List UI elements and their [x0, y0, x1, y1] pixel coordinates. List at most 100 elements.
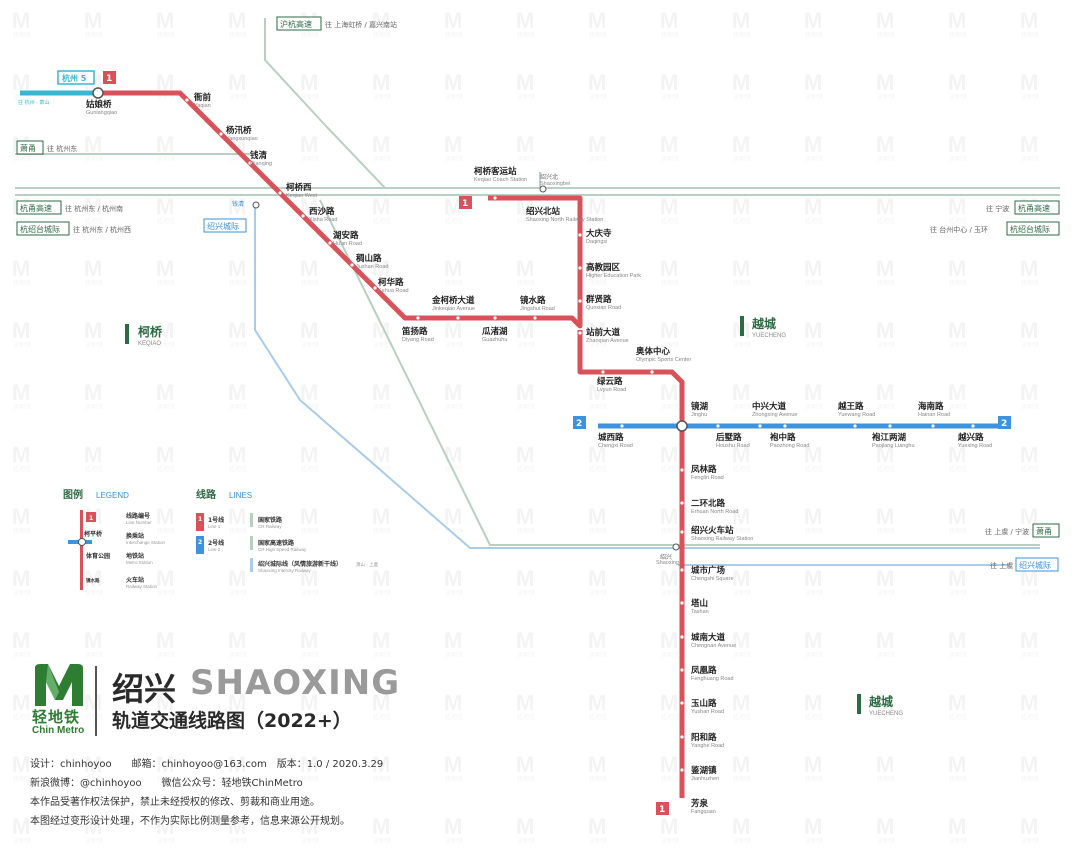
watermark-text: 轻地铁: [733, 775, 751, 783]
station-name-en-shaoxingbeizhan: Shaoxing North Railway Station: [526, 217, 603, 223]
watermark-m: M: [948, 442, 966, 467]
lines-legend-rail-2-note: 萧山 - 上虞: [356, 561, 378, 568]
watermark-text: 轻地铁: [661, 713, 679, 721]
credit-line: 设计：chinhoyoo 邮箱：chinhoyoo@163.com 版本：1.0…: [30, 759, 384, 770]
watermark-text: 轻地铁: [301, 93, 319, 101]
line2-badge-east-text: 2: [1001, 419, 1007, 429]
watermark-m: M: [1020, 318, 1038, 343]
station-name-en-huanlu: Hu'an Road: [333, 241, 362, 247]
watermark-m: M: [876, 690, 894, 715]
watermark-text: 轻地铁: [1021, 651, 1039, 659]
watermark-text: 轻地铁: [949, 775, 967, 783]
station-dot-jianhuzhen: [680, 768, 684, 772]
watermark-m: M: [84, 566, 102, 591]
station-name-jinghu: 镜湖: [691, 401, 709, 412]
watermark-m: M: [804, 690, 822, 715]
watermark-m: M: [876, 442, 894, 467]
watermark-m: M: [372, 752, 390, 777]
watermark-m: M: [444, 8, 462, 33]
watermark-m: M: [228, 318, 246, 343]
hangyong-w-label: 杭甬高速: [20, 203, 52, 213]
hz5-badge: [57, 70, 95, 85]
watermark-m: M: [1020, 70, 1038, 95]
watermark-m: M: [1020, 8, 1038, 33]
watermark-text: 轻地铁: [733, 527, 751, 535]
watermark-m: M: [12, 70, 30, 95]
watermark-text: 轻地铁: [661, 31, 679, 39]
station-name-en-lvyunlu: Lvyun Road: [597, 387, 626, 393]
watermark-m: M: [516, 318, 534, 343]
legend-badge: [86, 512, 96, 522]
watermark-m: M: [84, 194, 102, 219]
watermark-m: M: [228, 504, 246, 529]
watermark-m: M: [660, 566, 678, 591]
watermark-text: 轻地铁: [445, 651, 463, 659]
station-name-daqingsi: 大庆寺: [586, 228, 612, 239]
watermark-text: 轻地铁: [661, 93, 679, 101]
watermark-text: 轻地铁: [589, 465, 607, 473]
watermark-text: 轻地铁: [85, 341, 103, 349]
watermark-text: 轻地铁: [661, 775, 679, 783]
watermark-m: M: [948, 256, 966, 281]
lines-legend-rail-2: 绍兴城际线（风情旅游新干线）: [258, 560, 342, 568]
watermark-text: 轻地铁: [445, 775, 463, 783]
station-dot-shaoxinghuochezhan: [680, 530, 684, 534]
watermark-m: M: [372, 256, 390, 281]
watermark-m: M: [300, 380, 318, 405]
watermark-text: 轻地铁: [1021, 341, 1039, 349]
watermark-text: 轻地铁: [661, 589, 679, 597]
station-name-paozhonglu: 袍中路: [769, 432, 796, 443]
watermark-m: M: [228, 814, 246, 839]
station-name-yanghelu: 阳和路: [691, 732, 717, 743]
watermark-m: M: [588, 194, 606, 219]
watermark-text: 轻地铁: [949, 155, 967, 163]
watermark-m: M: [12, 256, 30, 281]
watermark-text: 轻地铁: [301, 837, 319, 845]
watermark-text: 轻地铁: [805, 465, 823, 473]
watermark-m: M: [660, 690, 678, 715]
line1-badge-mid: [459, 196, 472, 209]
watermark-m: M: [156, 132, 174, 157]
station-labels: 姑娘桥Guniangqiao衙前Yaqian杨汛桥Yangxunqiao钱清Qi…: [86, 92, 992, 815]
watermark-m: M: [12, 814, 30, 839]
watermark-text: 轻地铁: [805, 217, 823, 225]
lines-legend-line1-swatch: [196, 513, 204, 531]
watermark-text: 轻地铁: [301, 341, 319, 349]
watermark-text: 轻地铁: [733, 651, 751, 659]
lines-legend-line1: 1号线: [208, 516, 224, 524]
watermark-m: M: [156, 256, 174, 281]
watermark-m: M: [732, 566, 750, 591]
watermark-m: M: [228, 70, 246, 95]
watermark-text: 轻地铁: [877, 651, 895, 659]
railway-xiaoyong-south: [319, 199, 1040, 546]
station-name-en-qianqing: Qianqing: [250, 161, 272, 167]
watermark-text: 轻地铁: [373, 651, 391, 659]
watermark-m: M: [516, 256, 534, 281]
watermark-m: M: [804, 70, 822, 95]
lines-legend-rail-1: 国家高速铁路: [258, 539, 295, 547]
station-dot-jingshuilu: [533, 316, 537, 320]
hangshaotai-e-note: 往 台州中心 / 玉环: [930, 225, 988, 234]
watermark-text: 轻地铁: [517, 403, 535, 411]
watermark-text: 轻地铁: [589, 775, 607, 783]
watermark-text: 轻地铁: [1021, 403, 1039, 411]
map-title-en: SHAOXING: [190, 663, 401, 703]
watermark-m: M: [948, 8, 966, 33]
lines-legend-rail-1-en: CR High Speed Railway: [258, 547, 307, 552]
watermark-text: 轻地铁: [661, 651, 679, 659]
legend-item-2: 地铁站: [126, 552, 144, 560]
watermark-text: 轻地铁: [661, 527, 679, 535]
district-bar-keqiao: [125, 324, 129, 344]
watermark-text: 轻地铁: [13, 527, 31, 535]
lines-legend-line2-en: Line 2: [208, 547, 221, 552]
watermark-text: 轻地铁: [85, 713, 103, 721]
watermark-m: M: [804, 566, 822, 591]
watermark-text: 轻地铁: [373, 31, 391, 39]
watermark-m: M: [732, 752, 750, 777]
watermark-text: 轻地铁: [661, 217, 679, 225]
watermark-text: 轻地铁: [733, 341, 751, 349]
watermark-m: M: [84, 442, 102, 467]
watermark-text: 轻地铁: [1021, 217, 1039, 225]
watermark-m: M: [444, 256, 462, 281]
station-name-en-chengxilu: Chengxi Road: [598, 443, 633, 449]
